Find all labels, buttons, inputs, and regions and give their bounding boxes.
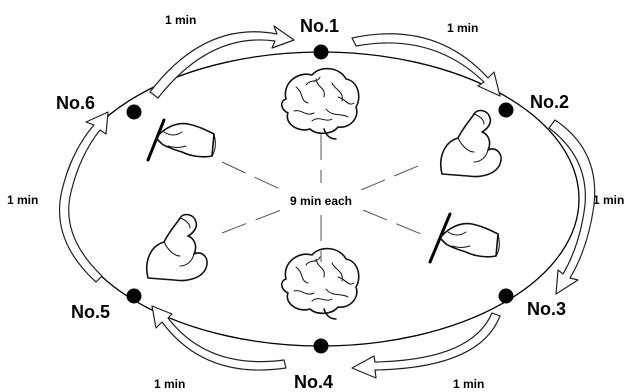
- transition-label-6-1: 1 min: [165, 13, 196, 27]
- station-label-1: No.1: [300, 16, 339, 36]
- arrow-4-to-5: [152, 306, 286, 370]
- flexed-arm-icon: [441, 111, 501, 177]
- arrow-5-to-6: [60, 112, 108, 282]
- station-label-3: No.3: [527, 299, 566, 319]
- station-dot-6: [127, 105, 142, 120]
- station-dot-1: [314, 45, 329, 60]
- transition-label-1-2: 1 min: [447, 21, 478, 35]
- brain-icon: [282, 249, 359, 319]
- station-label-5: No.5: [71, 302, 110, 322]
- transition-label-2-3: 1 min: [593, 193, 624, 207]
- station-label-6: No.6: [56, 93, 95, 113]
- station-dot-2: [499, 103, 514, 118]
- writing-hand-icon: [148, 120, 215, 160]
- station-label-2: No.2: [530, 92, 569, 112]
- writing-hand-icon: [430, 214, 499, 262]
- station-dot-4: [314, 339, 329, 354]
- transition-label-5-6: 1 min: [7, 193, 38, 207]
- flexed-arm-icon: [147, 215, 207, 281]
- brain-icon: [282, 69, 359, 139]
- arrow-3-to-4: [352, 313, 500, 378]
- transition-label-4-5: 1 min: [154, 377, 185, 391]
- arrow-2-to-3: [549, 120, 595, 294]
- station-dot-5: [127, 289, 142, 304]
- center-label: 9 min each: [290, 194, 352, 208]
- station-label-4: No.4: [294, 372, 333, 392]
- transition-label-3-4: 1 min: [453, 377, 484, 391]
- arrow-6-to-1: [150, 26, 294, 98]
- station-dot-3: [499, 289, 514, 304]
